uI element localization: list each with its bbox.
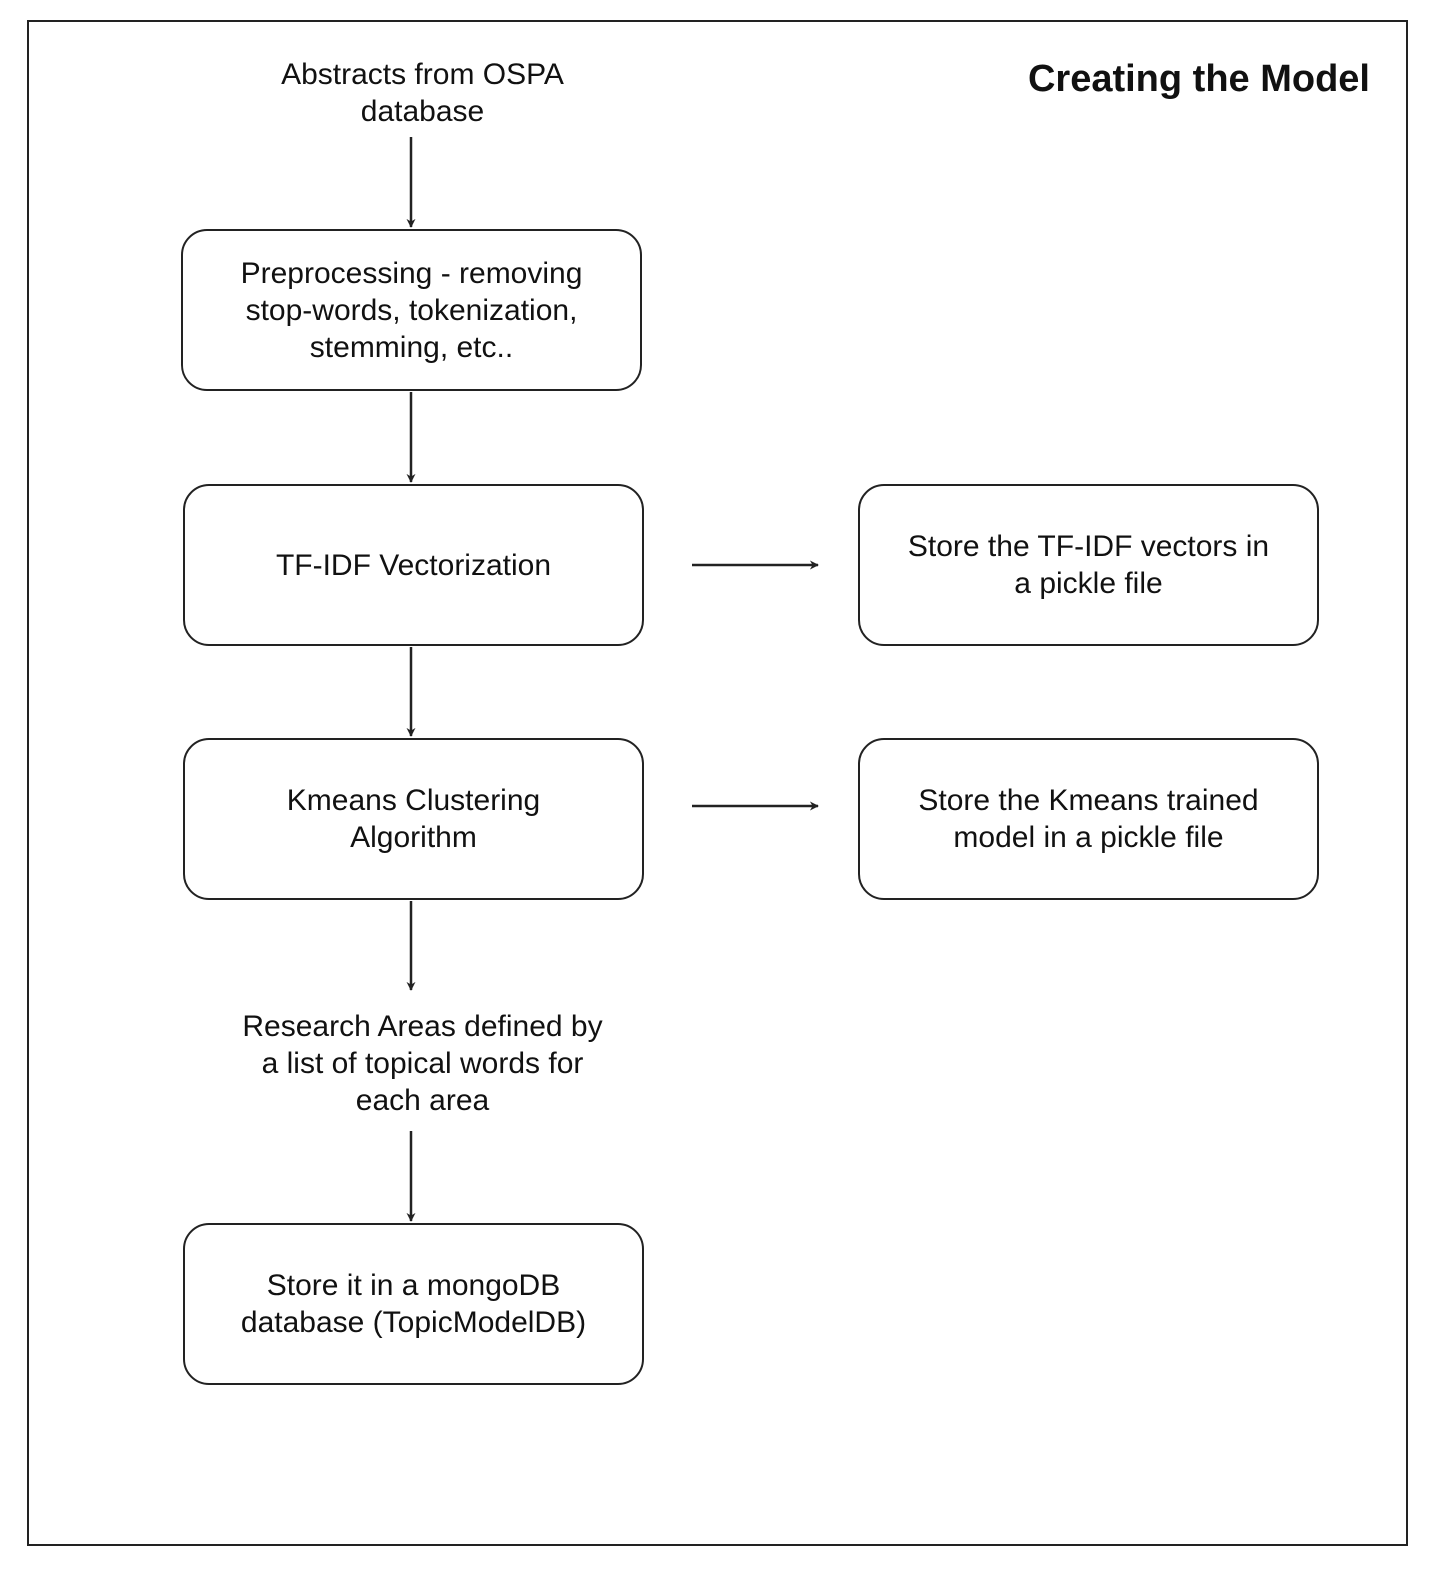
node-mongo-store-label: Store it in a mongoDB database (TopicMod… (240, 1269, 587, 1339)
node-tfidf: TF-IDF Vectorization (183, 484, 644, 646)
node-preprocessing: Preprocessing - removing stop-words, tok… (181, 229, 642, 391)
node-kmeans-store: Store the Kmeans trained model in a pick… (858, 738, 1319, 900)
node-kmeans-label: Kmeans Clustering Algorithm (286, 784, 541, 854)
diagram-title: Creating the Model (1027, 58, 1370, 100)
node-tfidf-store-label: Store the TF-IDF vectors in a pickle fil… (907, 530, 1270, 600)
node-tfidf-label: TF-IDF Vectorization (275, 548, 552, 582)
node-kmeans: Kmeans Clustering Algorithm (183, 738, 644, 900)
node-mongo-store: Store it in a mongoDB database (TopicMod… (183, 1223, 644, 1385)
node-research-areas: Research Areas defined by a list of topi… (242, 1010, 603, 1117)
node-tfidf-store: Store the TF-IDF vectors in a pickle fil… (858, 484, 1319, 646)
node-kmeans-store-label: Store the Kmeans trained model in a pick… (918, 784, 1259, 854)
node-source: Abstracts from OSPA database (281, 58, 564, 128)
diagram-frame (27, 20, 1408, 1546)
node-preprocessing-label: Preprocessing - removing stop-words, tok… (240, 256, 583, 364)
